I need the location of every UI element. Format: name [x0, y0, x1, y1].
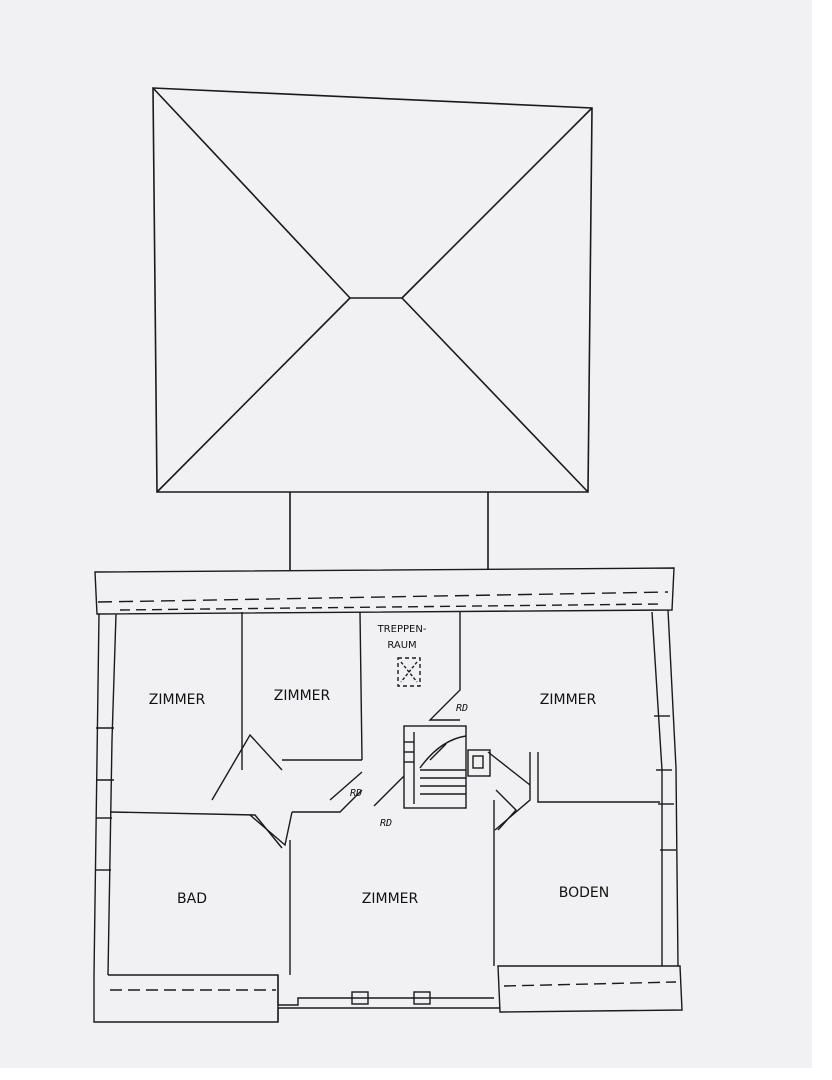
left-wall [93, 613, 279, 1023]
dashed-line [119, 603, 661, 611]
floor-plan [93, 567, 683, 1023]
room-label-bad: BAD [177, 891, 207, 907]
left-wall-inner [107, 613, 117, 976]
window [413, 991, 431, 1005]
room-label-zimmer: ZIMMER [540, 692, 597, 708]
bottom-margin [0, 1068, 832, 1080]
interior-wall [359, 611, 363, 761]
room-label-boden: BODEN [559, 885, 609, 901]
chimney-flue [472, 755, 484, 769]
dashed-line [503, 981, 677, 987]
staircase [403, 725, 467, 809]
interior-wall [292, 789, 363, 813]
chimney [467, 749, 491, 777]
skylight [397, 657, 421, 687]
rd-mark: RD [350, 788, 362, 799]
door-swing [487, 751, 531, 786]
window [351, 991, 369, 1005]
interior-wall [109, 811, 283, 849]
roof-hip-line [156, 297, 351, 493]
bottom-wall [277, 1007, 500, 1022]
interior-wall [428, 612, 461, 721]
roof-hip-line [401, 297, 589, 493]
bay-right [497, 965, 683, 1013]
skylight-cross [400, 661, 418, 683]
door-swing [329, 771, 363, 801]
door-swing [495, 789, 517, 831]
door-swing [249, 811, 293, 847]
interior-wall [537, 752, 660, 803]
roof-hip-line [401, 107, 593, 299]
right-wall-outer [667, 609, 679, 967]
stairwell-label-line2: RAUM [387, 640, 416, 651]
bay-wall [108, 974, 494, 1006]
room-label-zimmer: ZIMMER [362, 891, 419, 907]
rd-mark: RD [380, 818, 392, 829]
door-swing [373, 775, 405, 807]
door-swing [211, 733, 283, 801]
room-label-zimmer: ZIMMER [149, 692, 206, 708]
dashed-line [97, 591, 669, 603]
stair-turn [429, 743, 447, 761]
rd-mark: RD [456, 703, 468, 714]
room-labels: ZIMMER ZIMMER ZIMMER ZIMMER BAD BODEN TR… [149, 624, 609, 907]
roof-hip-line [152, 87, 351, 299]
stairwell-label-line1: TREPPEN- [377, 624, 427, 635]
room-label-zimmer: ZIMMER [274, 688, 331, 704]
roof-plan [152, 87, 593, 570]
right-margin [812, 0, 832, 1080]
stair-turn [419, 735, 467, 769]
eaves-band [94, 567, 675, 615]
